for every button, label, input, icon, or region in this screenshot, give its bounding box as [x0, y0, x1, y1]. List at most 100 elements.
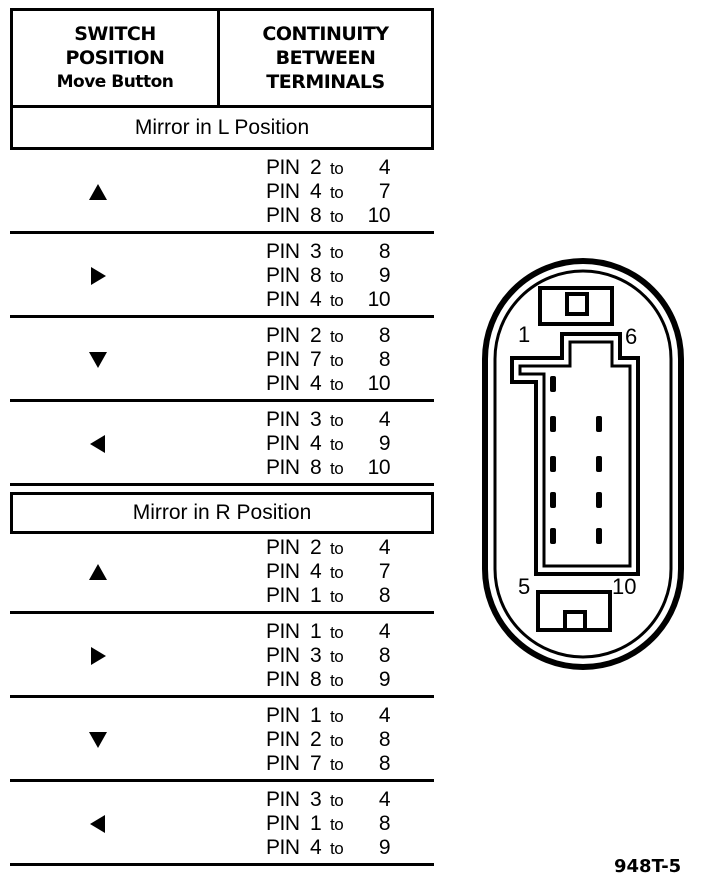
- pin-label: PIN: [266, 204, 300, 227]
- pin-from: 2: [310, 536, 322, 559]
- to-label: to: [330, 435, 344, 454]
- to-label: to: [330, 731, 344, 750]
- pin-from: 8: [310, 668, 322, 691]
- to-label: to: [330, 815, 344, 834]
- arrow-left-icon: [90, 815, 105, 833]
- to-label: to: [330, 183, 344, 202]
- pin-to: 8: [378, 348, 391, 371]
- pin-from: 8: [310, 204, 322, 227]
- pin-label: PIN: [266, 324, 300, 347]
- arrow-right-icon: [91, 267, 106, 285]
- pin-label: PIN: [266, 288, 300, 311]
- pin-label: PIN: [266, 372, 300, 395]
- pin-pair: PIN 4 to 9: [266, 836, 391, 860]
- pin-from: 7: [310, 752, 322, 775]
- pin-label-10: 10: [612, 574, 636, 599]
- pin-pair: PIN 1 to 4: [266, 704, 391, 728]
- arrow-up-icon: [89, 564, 107, 580]
- to-label: to: [330, 327, 344, 346]
- pin-to: 8: [378, 812, 391, 835]
- pin-to: 10: [367, 372, 391, 395]
- to-label: to: [330, 791, 344, 810]
- header-continuity: CONTINUITY BETWEEN TERMINALS: [220, 11, 431, 105]
- pin-from: 3: [310, 644, 322, 667]
- pin-pair: PIN 4 to 9: [266, 432, 391, 456]
- switch-continuity-table: SWITCH POSITION Move Button CONTINUITY B…: [10, 8, 434, 866]
- pin-to: 4: [378, 536, 391, 559]
- section-title: Mirror in L Position: [10, 108, 434, 150]
- bottom-latch-tab: [563, 610, 587, 632]
- pin-from: 1: [310, 704, 322, 727]
- to-label: to: [330, 243, 344, 262]
- pin-label-5: 5: [518, 574, 530, 599]
- pin-label: PIN: [266, 584, 300, 607]
- pin-label: PIN: [266, 348, 300, 371]
- to-label: to: [330, 707, 344, 726]
- pin-label: PIN: [266, 728, 300, 751]
- arrow-down-icon: [89, 732, 107, 748]
- table-header: SWITCH POSITION Move Button CONTINUITY B…: [10, 8, 434, 108]
- pin-to: 9: [378, 432, 391, 455]
- pin-label: PIN: [266, 432, 300, 455]
- header-switch-position: SWITCH POSITION Move Button: [13, 11, 220, 105]
- to-label: to: [330, 459, 344, 478]
- pin-from: 4: [310, 288, 322, 311]
- pin-cavity-inner: [518, 340, 632, 568]
- to-label: to: [330, 839, 344, 858]
- to-label: to: [330, 563, 344, 582]
- pin-from: 3: [310, 788, 322, 811]
- arrow-right-icon: [91, 647, 106, 665]
- pin-label: PIN: [266, 560, 300, 583]
- pin-label: PIN: [266, 752, 300, 775]
- pin-to: 8: [378, 644, 391, 667]
- pin-label: PIN: [266, 644, 300, 667]
- pin-label: PIN: [266, 156, 300, 179]
- pin-from: 4: [310, 432, 322, 455]
- pin-pair: PIN 3 to 4: [266, 788, 391, 812]
- pin-to: 4: [378, 788, 391, 811]
- connector-inner-shell: [493, 269, 673, 659]
- pin-to: 4: [378, 156, 391, 179]
- to-label: to: [330, 623, 344, 642]
- pin-from: 2: [310, 156, 322, 179]
- to-label: to: [330, 755, 344, 774]
- pin-to: 8: [378, 240, 391, 263]
- pin-to: 4: [378, 704, 391, 727]
- pin-to: 9: [378, 264, 391, 287]
- top-latch: [538, 286, 614, 326]
- pin-label: PIN: [266, 408, 300, 431]
- to-label: to: [330, 291, 344, 310]
- header-left-line-2: POSITION: [65, 47, 165, 69]
- pin-label: PIN: [266, 836, 300, 859]
- pin-to: 9: [378, 836, 391, 859]
- header-right-line-1: CONTINUITY: [262, 23, 389, 45]
- pin-label: PIN: [266, 704, 300, 727]
- pin-from: 4: [310, 836, 322, 859]
- pin-from: 2: [310, 728, 322, 751]
- pin-to: 10: [367, 288, 391, 311]
- pin-from: 3: [310, 408, 322, 431]
- pin-cavity-outer: [510, 332, 640, 576]
- to-label: to: [330, 587, 344, 606]
- pin-label: PIN: [266, 180, 300, 203]
- pin-label-6: 6: [625, 324, 637, 349]
- pin-from: 1: [310, 812, 322, 835]
- pin-from: 4: [310, 180, 322, 203]
- pin-label: PIN: [266, 788, 300, 811]
- mirror-switch-connector-diagram: 1 6 5 10: [482, 258, 684, 670]
